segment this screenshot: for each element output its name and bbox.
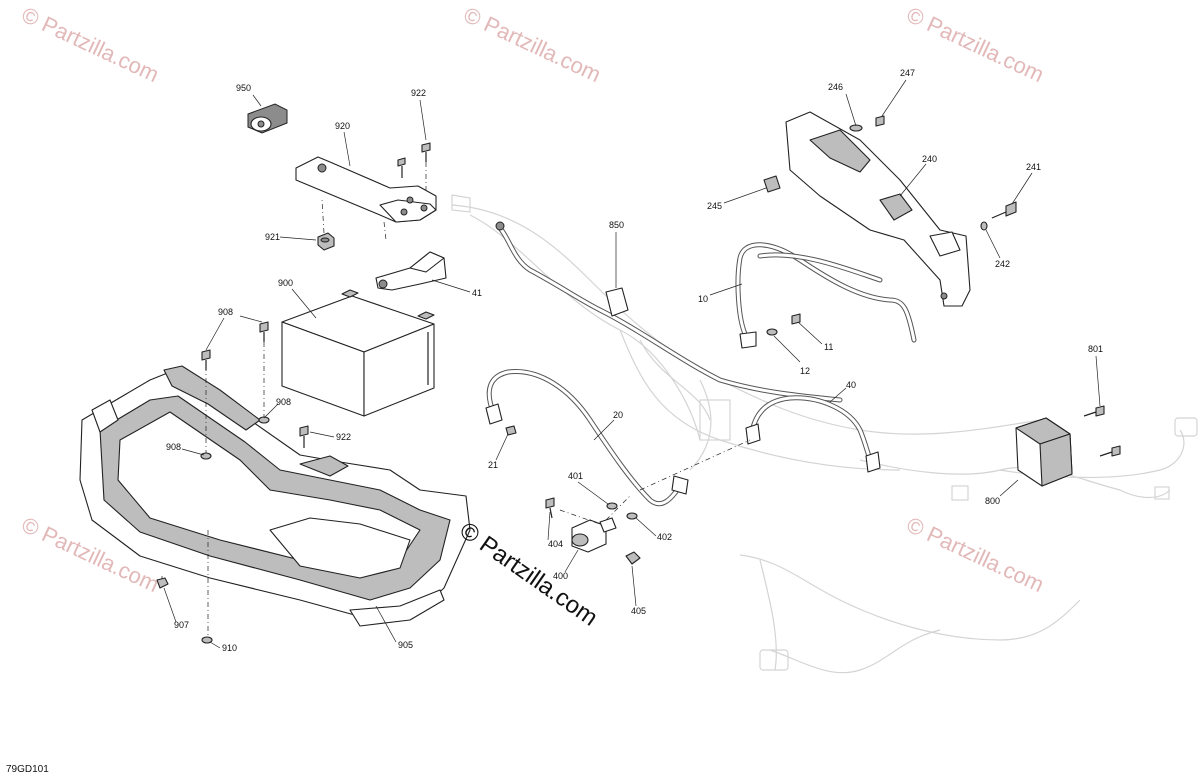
callout-12: 12 (800, 366, 810, 376)
terminal-cover-41 (375, 251, 447, 291)
callout-247: 247 (900, 68, 915, 78)
callout-246: 246 (828, 82, 843, 92)
callout-405: 405 (631, 606, 646, 616)
watermark-bottom-right: © Partzilla.com (903, 512, 1048, 597)
harness-850 (495, 221, 843, 403)
bolt-801 (1083, 405, 1105, 417)
callout-401: 401 (568, 471, 583, 481)
callout-400: 400 (553, 571, 568, 581)
callout-labels: 950 922 920 921 900 41 908 908 908 922 9… (166, 68, 1103, 653)
bolt-11 (791, 313, 801, 325)
watermark-top-left: © Partzilla.com (18, 2, 163, 87)
callout-908-b: 908 (276, 397, 291, 407)
battery-900 (281, 289, 435, 417)
callout-921: 921 (265, 232, 280, 242)
bracket-920 (295, 156, 437, 241)
callout-922-tray: 922 (336, 432, 351, 442)
battery-tray-905 (79, 365, 471, 627)
nut-401 (606, 502, 618, 510)
bracket-240 (785, 111, 971, 307)
callout-922-top: 922 (411, 88, 426, 98)
key-switch-950 (247, 103, 288, 134)
callout-908-c: 908 (166, 442, 181, 452)
callout-41: 41 (472, 288, 482, 298)
nut-12 (766, 328, 778, 336)
bolt-800-lower (1099, 445, 1121, 457)
bolt-bracket-small (397, 157, 406, 178)
callout-920: 920 (335, 121, 350, 131)
nut-907 (156, 577, 169, 589)
bolt-922-tray (299, 425, 309, 448)
watermark-top-center: © Partzilla.com (460, 2, 605, 87)
module-800 (1015, 417, 1073, 487)
nut-21 (505, 425, 517, 436)
callout-240: 240 (922, 154, 937, 164)
washer-908-d (200, 452, 212, 460)
callout-950: 950 (236, 83, 251, 93)
battery-cable-20 (485, 369, 689, 507)
callout-10: 10 (698, 294, 708, 304)
callout-40: 40 (846, 380, 856, 390)
callout-900: 900 (278, 278, 293, 288)
washer-242 (980, 221, 988, 231)
diagram-code: 79GD101 (6, 764, 49, 775)
leader-lines (163, 79, 1101, 649)
callout-907: 907 (174, 620, 189, 630)
nut-921 (317, 199, 335, 251)
callout-11: 11 (824, 342, 833, 352)
callout-20: 20 (613, 410, 623, 420)
callout-908-a: 908 (218, 307, 233, 317)
callout-910: 910 (222, 643, 237, 653)
callout-242: 242 (995, 259, 1010, 269)
callout-801: 801 (1088, 344, 1103, 354)
callout-850: 850 (609, 220, 624, 230)
cable-40 (639, 395, 881, 491)
bolt-922-top (421, 142, 431, 190)
watermark-top-right: © Partzilla.com (903, 2, 1048, 87)
nut-402 (626, 512, 638, 520)
bolt-908-a (259, 321, 269, 342)
nut-405 (625, 551, 641, 565)
solenoid-400 (559, 495, 631, 553)
ground-cable-10 (735, 242, 917, 349)
callout-800: 800 (985, 496, 1000, 506)
callout-245: 245 (707, 201, 722, 211)
clip-245 (763, 175, 781, 193)
callout-402: 402 (657, 532, 672, 542)
bolt-404 (545, 497, 555, 519)
washer-910 (201, 636, 213, 644)
callout-21: 21 (488, 460, 498, 470)
callout-241: 241 (1026, 162, 1041, 172)
washer-908-c (258, 416, 270, 424)
bolt-247 (875, 115, 885, 127)
callout-905: 905 (398, 640, 413, 650)
bolt-908-b (201, 349, 211, 370)
bolt-241 (991, 201, 1017, 219)
callout-404: 404 (548, 539, 563, 549)
